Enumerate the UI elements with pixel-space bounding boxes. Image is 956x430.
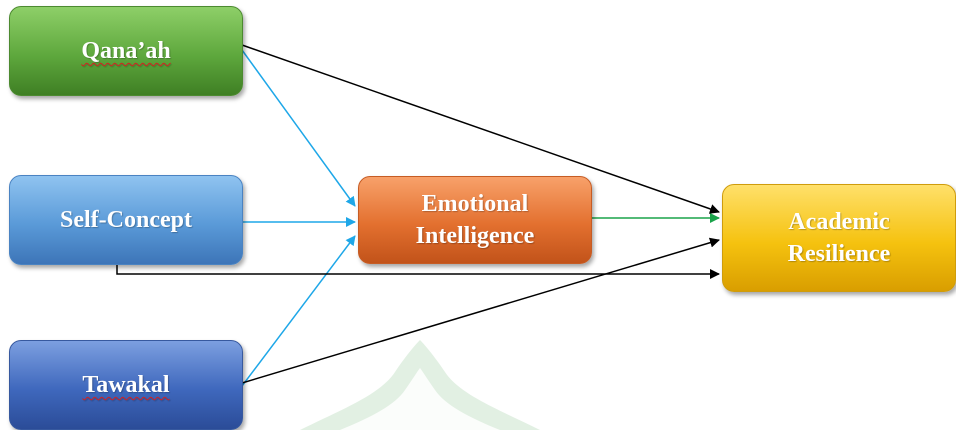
watermark-dome-inner: [340, 368, 500, 430]
node-academic-resilience-line1: Academic: [788, 209, 890, 235]
node-tawakal: Tawakal: [9, 340, 243, 430]
node-emotional-intelligence-line2: Intelligence: [415, 223, 535, 249]
node-academic-resilience-line2: Resilience: [787, 241, 891, 267]
arrow-qanaah-to-academic-resilience: [241, 44, 720, 214]
node-emotional-intelligence-text: Emotional Intelligence: [416, 188, 535, 252]
node-tawakal-label: Tawakal: [82, 372, 170, 398]
node-emotional-intelligence-line1: Emotional: [421, 191, 529, 217]
node-self-concept-label: Self-Concept: [60, 207, 192, 233]
arrow-tawakal-to-academic-resilience: [241, 237, 720, 384]
arrow-self-concept-to-academic-resilience: [116, 264, 720, 279]
node-self-concept: Self-Concept: [9, 175, 243, 265]
node-qanaah: Qana’ah: [9, 6, 243, 96]
node-academic-resilience-text: Academic Resilience: [788, 206, 891, 270]
arrow-qanaah-to-emotional-intelligence: [241, 49, 356, 207]
node-qanaah-label: Qana’ah: [81, 38, 171, 64]
node-academic-resilience: Academic Resilience: [722, 184, 956, 292]
arrow-tawakal-to-emotional-intelligence: [241, 235, 356, 387]
node-emotional-intelligence: Emotional Intelligence: [358, 176, 592, 264]
